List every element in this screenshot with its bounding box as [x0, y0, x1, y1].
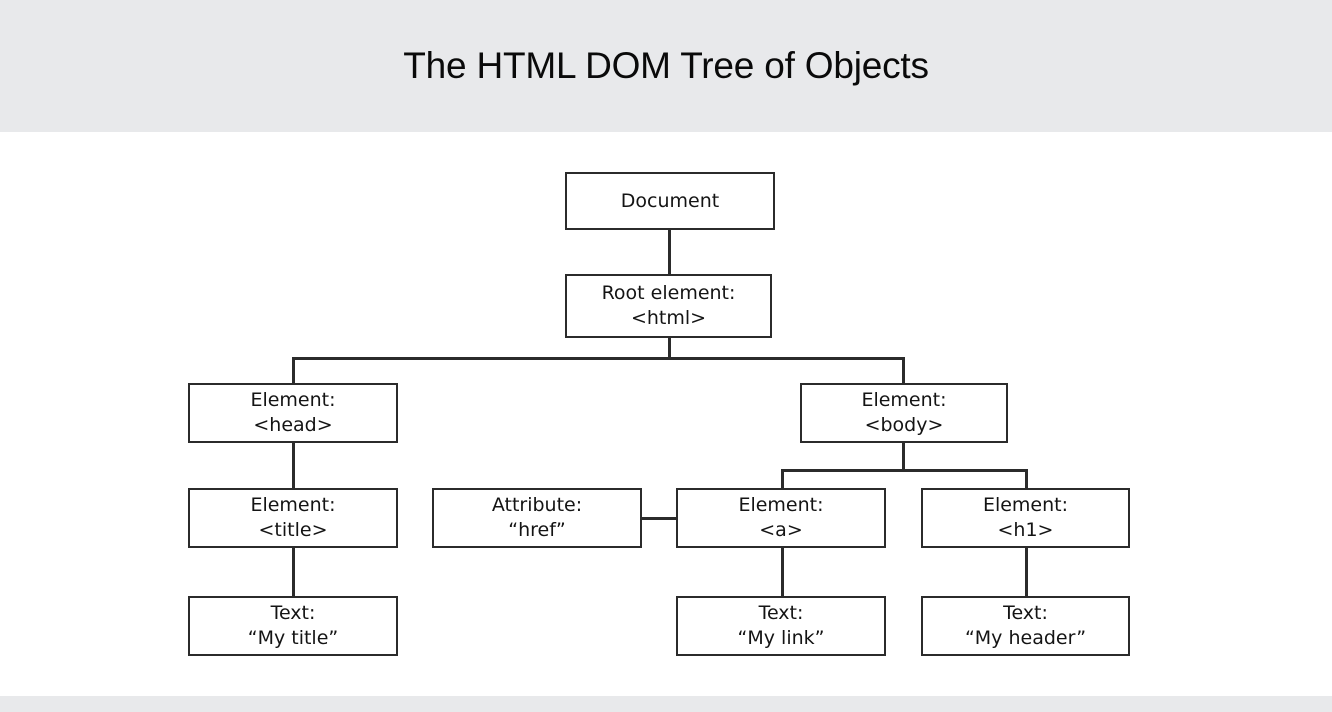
node-body-line1: Element: [861, 389, 947, 412]
node-text-my-title[interactable]: Text: “My title” [188, 596, 398, 656]
node-attribute-href-line2: “href” [508, 519, 566, 541]
edge-document-html [668, 230, 671, 274]
node-title-line1: Element: [250, 494, 336, 517]
edge-body-a [781, 469, 784, 490]
node-body-line2: <body> [864, 414, 944, 436]
node-head-line2: <head> [253, 414, 333, 436]
node-root-html-line2: <html> [630, 307, 707, 329]
node-text-my-header[interactable]: Text: “My header” [921, 596, 1130, 656]
edge-href-a [640, 517, 678, 520]
footer-band [0, 696, 1332, 712]
edge-h1-text [1025, 547, 1028, 597]
edge-title-text [292, 547, 295, 597]
node-root-html[interactable]: Root element: <html> [565, 274, 772, 338]
node-text-my-link[interactable]: Text: “My link” [676, 596, 886, 656]
edge-html-bus [292, 357, 905, 360]
node-h1[interactable]: Element: <h1> [921, 488, 1130, 548]
page-title: The HTML DOM Tree of Objects [403, 44, 929, 86]
node-document[interactable]: Document [565, 172, 775, 230]
edge-html-body [902, 357, 905, 383]
node-h1-line2: <h1> [997, 519, 1054, 541]
node-document-line1: Document [620, 189, 720, 212]
edge-a-text [781, 547, 784, 597]
node-text-my-title-line2: “My title” [247, 627, 339, 649]
edge-body-h1 [1025, 469, 1028, 490]
node-text-my-link-line2: “My link” [737, 627, 825, 649]
edge-head-title [292, 442, 295, 490]
node-text-my-header-line1: Text: [1003, 602, 1048, 625]
node-text-my-link-line1: Text: [758, 602, 804, 625]
node-title[interactable]: Element: <title> [188, 488, 398, 548]
node-head[interactable]: Element: <head> [188, 383, 398, 443]
node-body[interactable]: Element: <body> [800, 383, 1008, 443]
node-text-my-title-line1: Text: [270, 602, 316, 625]
node-text-my-header-line2: “My header” [964, 627, 1087, 649]
node-a-line1: Element: [738, 494, 824, 517]
node-a[interactable]: Element: <a> [676, 488, 886, 548]
node-title-line2: <title> [258, 519, 328, 541]
edge-html-head [292, 357, 295, 383]
node-head-line1: Element: [250, 389, 336, 412]
header-band [0, 0, 1332, 132]
edge-body-stem [902, 442, 905, 471]
edge-body-bus [781, 469, 1028, 472]
node-root-html-line1: Root element: [601, 282, 736, 305]
node-h1-line1: Element: [982, 494, 1069, 517]
edge-html-stem [668, 338, 671, 359]
node-a-line2: <a> [759, 519, 803, 541]
node-attribute-href-line1: Attribute: [491, 494, 583, 517]
node-attribute-href[interactable]: Attribute: “href” [432, 488, 642, 548]
dom-tree-diagram: Document Root element: <html> Element: <… [0, 132, 1332, 696]
